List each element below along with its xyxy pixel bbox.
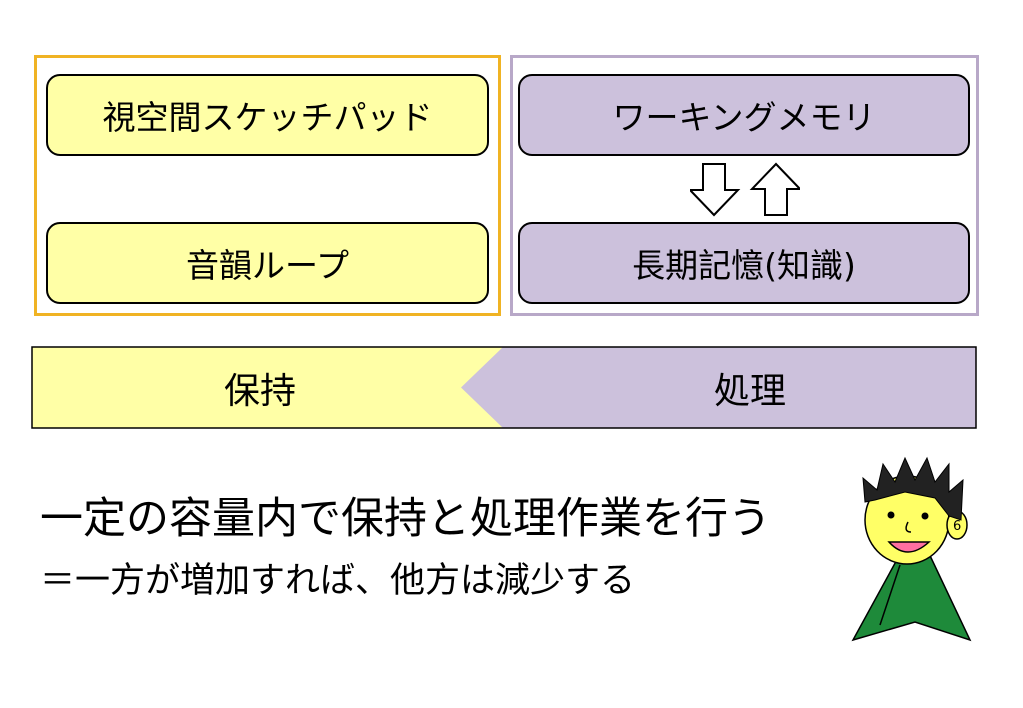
right-eye xyxy=(921,512,929,520)
phonological-loop-label: 音韻ループ xyxy=(185,246,350,285)
working-memory-box: ワーキングメモリ xyxy=(518,74,970,156)
bidirectional-arrows-icon xyxy=(690,162,800,217)
visuospatial-sketchpad-label: 視空間スケッチパッド xyxy=(102,98,433,137)
tradeoff-statement: ＝一方が増加すれば、他方は減少する xyxy=(40,561,636,601)
long-term-memory-label: 長期記憶(知識) xyxy=(632,246,856,285)
retain-label: 保持 xyxy=(223,370,296,412)
cartoon-boy-icon: 6 xyxy=(851,456,972,642)
working-memory-label: ワーキングメモリ xyxy=(612,98,876,137)
phonological-loop-box: 音韻ループ xyxy=(46,222,489,304)
process-arrow-segment xyxy=(461,347,976,428)
arrow-up-icon xyxy=(749,162,800,216)
storage-group-frame xyxy=(34,55,501,316)
ear-number: 6 xyxy=(953,519,961,534)
processing-group-frame xyxy=(510,55,979,316)
visuospatial-sketchpad-box: 視空間スケッチパッド xyxy=(46,74,489,156)
process-label: 処理 xyxy=(713,370,786,412)
left-eye xyxy=(887,511,895,519)
nose xyxy=(905,521,912,533)
mouth xyxy=(887,541,931,553)
retain-process-bar xyxy=(31,346,977,429)
capacity-statement: 一定の容量内で保持と処理作業を行う xyxy=(40,494,771,544)
long-term-memory-box: 長期記憶(知識) xyxy=(518,222,970,304)
arrow-down-icon xyxy=(690,163,741,217)
hair xyxy=(862,456,964,521)
